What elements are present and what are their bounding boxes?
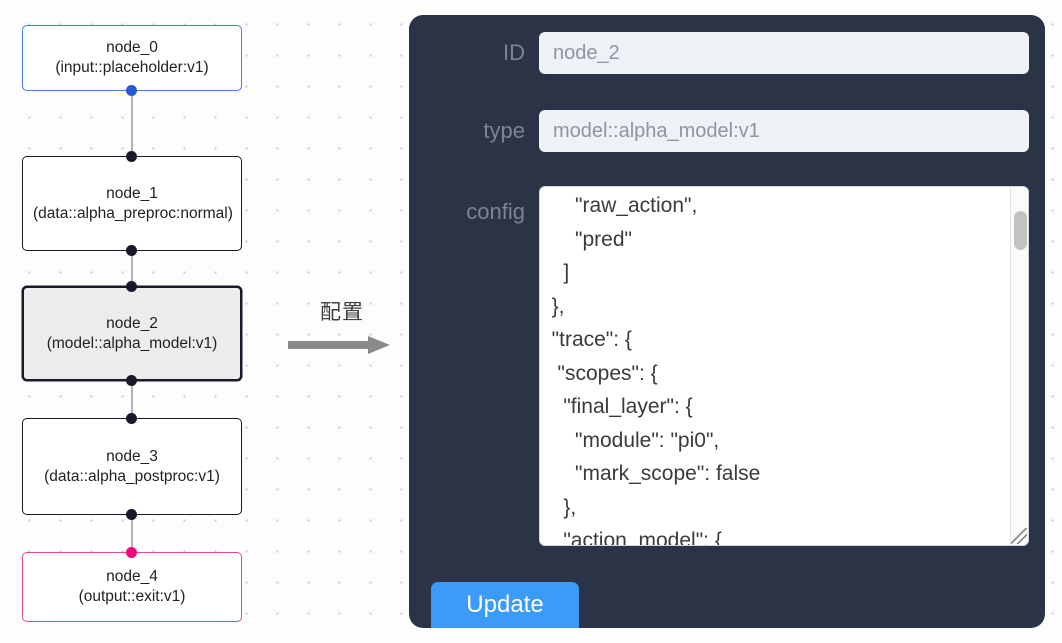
node-subtitle: (model::alpha_model:v1) bbox=[46, 334, 218, 352]
annotation-config-arrow: 配置 bbox=[288, 300, 396, 354]
node-title: node_3 bbox=[106, 447, 158, 465]
handle-node2-target[interactable] bbox=[126, 281, 137, 292]
id-input[interactable] bbox=[539, 32, 1029, 74]
edge-node2-node3[interactable] bbox=[131, 380, 133, 420]
node-title: node_2 bbox=[106, 314, 158, 332]
config-field-label: config bbox=[466, 199, 525, 224]
annotation-label: 配置 bbox=[320, 300, 364, 324]
node-label: node_3 (data::alpha_postproc:v1) bbox=[33, 447, 231, 487]
node-inspector-panel: ID type config Update bbox=[409, 15, 1045, 628]
node-label: node_2 (model::alpha_model:v1) bbox=[34, 314, 230, 354]
node-subtitle: (input::placeholder:v1) bbox=[55, 59, 209, 76]
node-label: node_0 (input::placeholder:v1) bbox=[33, 38, 231, 78]
flow-node-node_4[interactable]: node_4 (output::exit:v1) bbox=[22, 552, 242, 622]
node-subtitle: (output::exit:v1) bbox=[78, 588, 186, 605]
arrow-head bbox=[368, 336, 390, 354]
handle-node3-source[interactable] bbox=[126, 509, 137, 520]
node-label: node_4 (output::exit:v1) bbox=[33, 567, 231, 607]
config-textarea[interactable] bbox=[540, 187, 1012, 545]
config-scrollbar-track[interactable] bbox=[1010, 187, 1028, 545]
handle-node0-source[interactable] bbox=[126, 85, 137, 96]
node-subtitle: (data::alpha_preproc:normal) bbox=[33, 204, 233, 222]
config-scrollbar-thumb[interactable] bbox=[1014, 211, 1027, 250]
flow-node-node_0[interactable]: node_0 (input::placeholder:v1) bbox=[22, 25, 242, 91]
node-title: node_0 bbox=[106, 39, 158, 56]
field-row-config: config bbox=[409, 186, 1045, 546]
flow-node-node_1[interactable]: node_1 (data::alpha_preproc:normal) bbox=[22, 156, 242, 251]
arrow-shaft bbox=[288, 341, 370, 349]
field-row-type: type bbox=[409, 110, 1045, 152]
type-field-label: type bbox=[483, 118, 525, 143]
handle-node3-target[interactable] bbox=[126, 413, 137, 424]
resize-handle-icon[interactable] bbox=[1011, 528, 1027, 544]
update-button[interactable]: Update bbox=[431, 582, 579, 628]
flow-node-node_2[interactable]: node_2 (model::alpha_model:v1) bbox=[22, 286, 242, 381]
node-subtitle: (data::alpha_postproc:v1) bbox=[44, 467, 220, 485]
id-field-label: ID bbox=[503, 40, 525, 65]
config-editor[interactable] bbox=[539, 186, 1029, 546]
handle-node4-target[interactable] bbox=[126, 547, 137, 558]
edge-node3-node4[interactable] bbox=[131, 514, 133, 554]
edge-node1-node2[interactable] bbox=[131, 250, 133, 288]
node-label: node_1 (data::alpha_preproc:normal) bbox=[33, 184, 233, 224]
node-title: node_4 bbox=[106, 568, 158, 585]
arrow-right-icon bbox=[288, 336, 396, 354]
handle-node2-source[interactable] bbox=[126, 375, 137, 386]
node-title: node_1 bbox=[106, 184, 158, 202]
field-row-id: ID bbox=[409, 32, 1045, 74]
handle-node1-source[interactable] bbox=[126, 245, 137, 256]
flow-node-node_3[interactable]: node_3 (data::alpha_postproc:v1) bbox=[22, 418, 242, 515]
type-input[interactable] bbox=[539, 110, 1029, 152]
edge-node0-node1[interactable] bbox=[131, 90, 133, 158]
handle-node1-target[interactable] bbox=[126, 151, 137, 162]
